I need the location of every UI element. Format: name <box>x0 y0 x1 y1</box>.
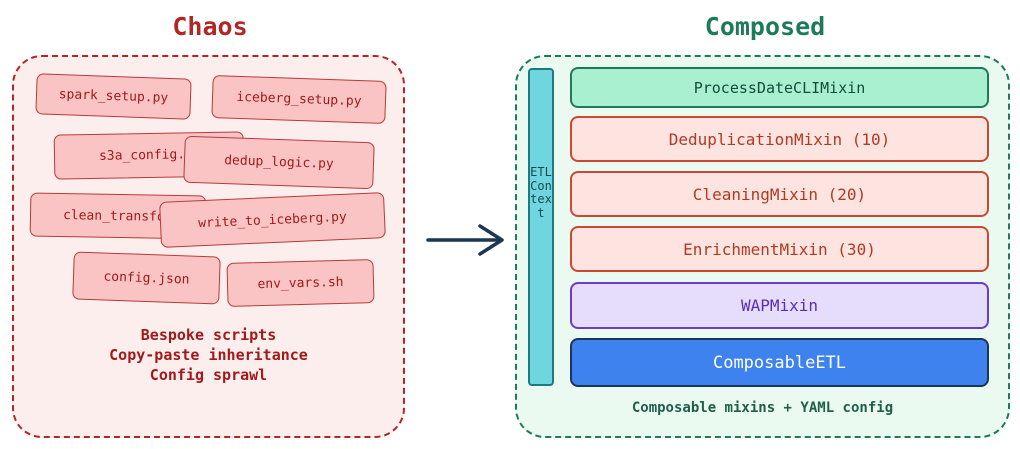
mixin-enrichment: EnrichmentMixin (30) <box>570 226 989 272</box>
etl-context-label: ETLContext <box>530 165 552 220</box>
composed-title: Composed <box>704 12 826 41</box>
note-copy-paste: Copy-paste inheritance <box>109 346 308 364</box>
file-iceberg-setup: iceberg_setup.py <box>211 74 387 125</box>
file-dedup-logic: dedup_logic.py <box>183 135 375 190</box>
file-write-to-iceberg: write_to_iceberg.py <box>159 192 386 248</box>
file-env-vars: env_vars.sh <box>226 259 375 307</box>
composable-etl-base: ComposableETL <box>570 338 989 387</box>
composed-caption: Composable mixins + YAML config <box>631 400 894 416</box>
note-config-sprawl: Config sprawl <box>149 366 268 384</box>
mixin-process-date-cli: ProcessDateCLIMixin <box>570 67 989 108</box>
file-spark-setup: spark_setup.py <box>35 73 192 120</box>
file-config-json: config.json <box>72 251 221 305</box>
mixin-wap: WAPMixin <box>570 282 989 329</box>
etl-context-bar: ETLContext <box>528 68 554 386</box>
arrow-right-icon <box>426 224 504 256</box>
mixin-cleaning: CleaningMixin (20) <box>570 171 989 217</box>
note-bespoke-scripts: Bespoke scripts <box>140 326 277 344</box>
chaos-notes: Bespoke scripts Copy-paste inheritance C… <box>12 325 405 385</box>
mixin-deduplication: DeduplicationMixin (10) <box>570 116 989 162</box>
chaos-title: Chaos <box>172 12 248 41</box>
